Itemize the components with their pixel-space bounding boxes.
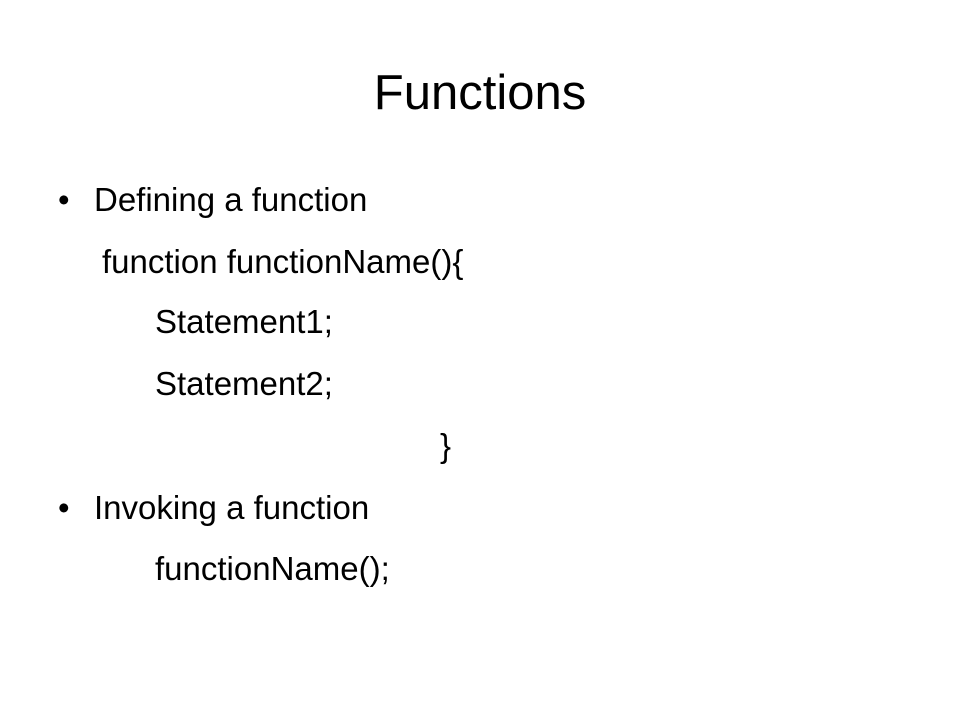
code-line-statement2: Statement2; bbox=[155, 365, 333, 402]
code-line-statement1: Statement1; bbox=[155, 303, 333, 340]
bullet-defining-function: Defining a function bbox=[94, 181, 368, 218]
code-line-function-declaration: function functionName(){ bbox=[102, 243, 464, 280]
code-line-function-call: functionName(); bbox=[155, 550, 390, 587]
bullet-icon: • bbox=[58, 181, 70, 218]
bullet-icon: • bbox=[58, 489, 70, 526]
slide-title: Functions bbox=[373, 66, 587, 120]
code-line-closing-brace: } bbox=[440, 427, 452, 464]
bullet-invoking-function: Invoking a function bbox=[94, 489, 370, 526]
